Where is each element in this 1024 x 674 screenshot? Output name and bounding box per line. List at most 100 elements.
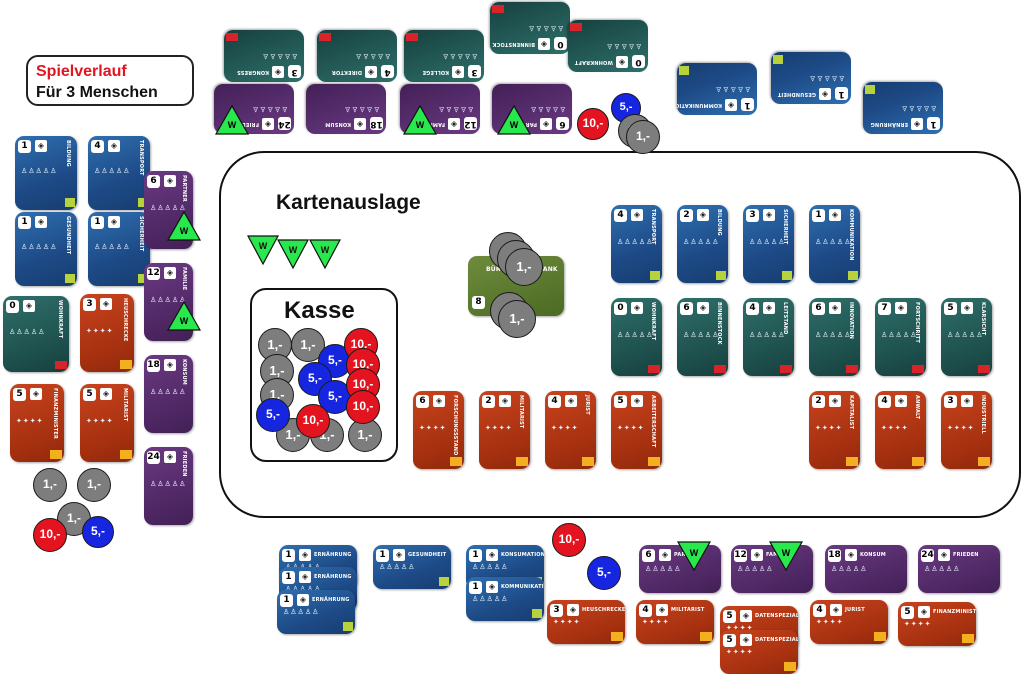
card-title: KONSUM [860,552,886,558]
card-title: KONSUMATION [501,552,544,558]
card-cost: 1 [91,216,104,229]
card-figures: ♙♙♙♙♙ [749,238,786,246]
game-card-teal[interactable]: 0◈WOHNKRAFT♙♙♙♙♙ [611,298,662,376]
card-cost: 18 [147,359,160,372]
game-card-teal[interactable]: 6◈INNOVATION♙♙♙♙♙ [809,298,860,376]
card-symbol-icon: ◈ [830,604,842,616]
card-cost: 3 [944,395,957,408]
game-card-blue[interactable]: 1◈SICHERHEIT♙♙♙♙♙ [88,212,150,286]
game-card-teal[interactable]: 6◈BINNENSTOCK♙♙♙♙♙ [677,298,728,376]
coin-red[interactable]: 10,- [552,523,586,557]
coin-red[interactable]: 10,- [33,518,67,552]
card-figures: ♙♙♙♙♙ [283,608,320,616]
card-symbol-icon: ◈ [631,209,643,221]
card-symbol-icon: ◈ [100,298,112,310]
card-badge [716,271,726,280]
game-card-teal[interactable]: 5◈KLARSICHT♙♙♙♙♙ [941,298,992,376]
card-cost: 2 [482,395,495,408]
game-card-blue[interactable]: 1◈ERNÄHRUNG♙♙♙♙♙ [277,590,355,634]
card-symbol-icon: ◈ [35,216,47,228]
game-card-red[interactable]: 4◈JURIST✦✦✦✦ [545,391,596,469]
game-card-red[interactable]: 4◈ANWALT✦✦✦✦ [875,391,926,469]
game-card-blue[interactable]: 4◈TRANSPORT♙♙♙♙♙ [88,136,150,210]
card-symbol-icon: ◈ [565,395,577,407]
coin-gray[interactable]: 1,- [77,468,111,502]
w-marker[interactable]: W [246,235,280,266]
card-badge [912,365,924,373]
w-marker[interactable]: W [276,239,310,270]
card-symbol-icon: ◈ [164,175,176,187]
coin-gray[interactable]: 1,- [626,120,660,154]
game-card-red[interactable]: 2◈KAPITALIST✦✦✦✦ [809,391,860,469]
card-cost: 1 [376,549,389,562]
coin-gray[interactable]: 1,- [505,248,543,286]
game-card-blue[interactable]: 4◈TRANSPORT♙♙♙♙♙ [611,205,662,283]
game-card-blue[interactable]: 1◈BILDUNG♙♙♙♙♙ [15,136,77,210]
w-label: W [690,548,699,558]
game-card-red[interactable]: 4◈JURIST✦✦✦✦ [810,600,888,644]
w-marker[interactable]: W [214,104,250,135]
card-cost: 18 [828,549,841,562]
card-title: DATENSPEZIALIST [755,613,798,619]
game-card-blue[interactable]: 1◈GESUNDHEIT♙♙♙♙♙ [373,545,451,589]
card-symbol-icon: ◈ [740,610,752,622]
game-card-blue[interactable]: 2◈BILDUNG♙♙♙♙♙ [677,205,728,283]
card-figures: ✦✦✦✦ [947,424,975,432]
card-cost: 4 [878,395,891,408]
w-marker[interactable]: W [768,541,804,572]
card-figures: ♙♙♙♙♙ [21,243,58,251]
coin-gray[interactable]: 1,- [33,468,67,502]
card-cost: 4 [639,604,652,617]
game-card-blue[interactable]: 1◈KOMMUNIKATION♙♙♙♙♙ [809,205,860,283]
game-card-blue[interactable]: 3◈SICHERHEIT♙♙♙♙♙ [743,205,794,283]
w-marker[interactable]: W [166,210,202,241]
game-card-purple[interactable]: 24◈FRIEDEN♙♙♙♙♙ [918,545,1000,593]
game-card-red[interactable]: 2◈MILITARIST✦✦✦✦ [479,391,530,469]
game-card-teal[interactable]: 4◈LEITSTAND♙♙♙♙♙ [743,298,794,376]
coin-blue[interactable]: 5,- [587,556,621,590]
game-card-blue[interactable]: 1◈GESUNDHEIT♙♙♙♙♙ [15,212,77,286]
game-card-purple[interactable]: 18◈KONSUM♙♙♙♙♙ [825,545,907,593]
game-card-purple[interactable]: 24◈FRIEDEN♙♙♙♙♙ [144,447,193,525]
card-symbol-icon: ◈ [763,209,775,221]
w-marker[interactable]: W [496,104,532,135]
w-marker[interactable]: W [166,300,202,331]
card-cost: 4 [813,604,826,617]
game-card-red[interactable]: 3◈INDUSTRIELL✦✦✦✦ [941,391,992,469]
coin-red[interactable]: 10,- [577,108,609,140]
coin-gray[interactable]: 1,- [498,300,536,338]
card-badge [978,365,990,373]
game-card-red[interactable]: 5◈FINANZMINISTER✦✦✦✦ [10,384,64,462]
card-badge [700,632,712,641]
coin-red[interactable]: 10,- [346,390,380,424]
game-card-purple[interactable]: 12◈FAMILIE♙♙♙♙♙ [731,545,813,593]
card-cost: 4 [746,302,759,315]
card-figures: ♙♙♙♙♙ [21,167,58,175]
game-card-red[interactable]: 5◈MILITARIST✦✦✦✦ [80,384,134,462]
coin-red[interactable]: 10,- [296,404,330,438]
game-card-purple[interactable]: 18◈KONSUM♙♙♙♙♙ [144,355,193,433]
w-marker[interactable]: W [308,239,342,270]
game-card-red[interactable]: 3◈HEUSCHRECKE✦✦✦✦ [80,294,134,372]
card-badge [874,632,886,641]
w-marker[interactable]: W [676,541,712,572]
card-cost: 1 [18,140,31,153]
game-card-teal[interactable]: 0◈WOHNKRAFT♙♙♙♙♙ [3,296,69,372]
coin-blue[interactable]: 5,- [82,516,114,548]
game-card-teal[interactable]: 7◈FORTSCHRITT♙♙♙♙♙ [875,298,926,376]
kasse-box [250,288,398,462]
game-card-blue[interactable]: 1◈KOMMUNIKATION♙♙♙♙♙ [466,577,544,621]
card-title: FRIEDEN [953,552,979,558]
game-card-red[interactable]: 5◈ARBEITERSCHAFT✦✦✦✦ [611,391,662,469]
game-card-red[interactable]: 5◈DATENSPEZIALIST✦✦✦✦ [720,630,798,674]
card-badge [120,360,132,369]
game-card-red[interactable]: 5◈FINANZMINISTER✦✦✦✦ [898,602,976,646]
game-card-red[interactable]: 6◈FORSCHUNGSSTAND✦✦✦✦ [413,391,464,469]
game-card-red[interactable]: 4◈MILITARIST✦✦✦✦ [636,600,714,644]
card-badge [648,365,660,373]
card-badge [439,577,449,586]
game-card-red[interactable]: 3◈HEUSCHRECKE✦✦✦✦ [547,600,625,644]
w-marker[interactable]: W [402,104,438,135]
card-figures: ✦✦✦✦ [16,417,44,425]
coin-blue[interactable]: 5,- [256,398,290,432]
